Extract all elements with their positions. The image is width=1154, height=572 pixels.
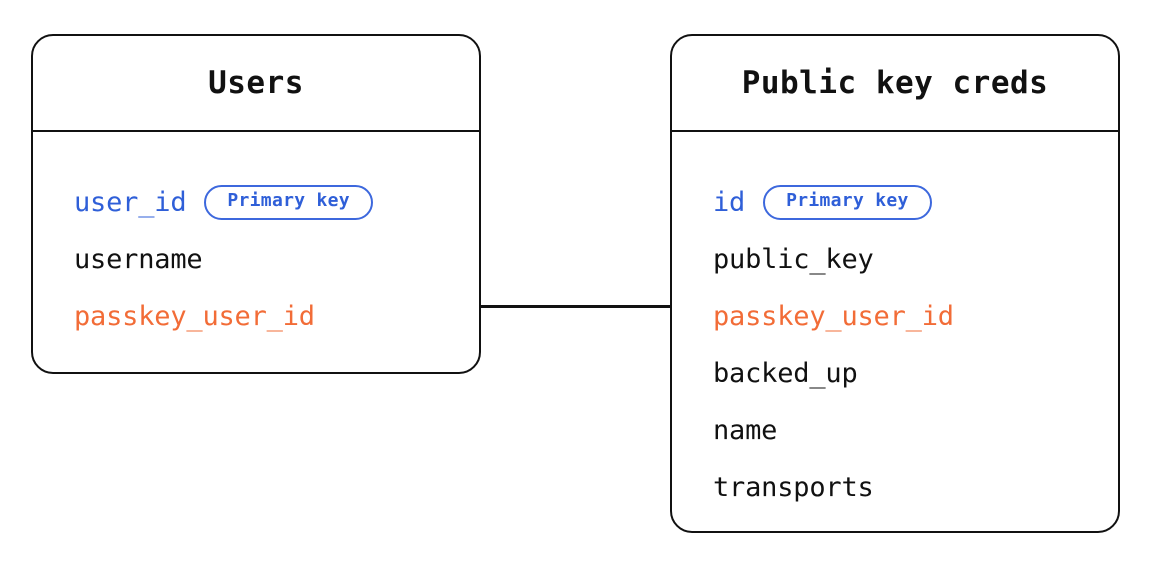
entity-field-list-users: user_id Primary key username passkey_use… (33, 132, 479, 345)
field-name-passkey-user-id: passkey_user_id (713, 301, 954, 332)
field-name-username: username (74, 244, 203, 275)
field-row-name[interactable]: name (713, 402, 1118, 459)
field-row-username[interactable]: username (74, 231, 479, 288)
field-row-passkey-user-id[interactable]: passkey_user_id (713, 288, 1118, 345)
field-name-id: id (713, 187, 746, 218)
field-row-backed-up[interactable]: backed_up (713, 345, 1118, 402)
primary-key-badge: Primary key (763, 185, 932, 220)
field-name-name: name (713, 415, 778, 446)
field-row-user-id[interactable]: user_id Primary key (74, 174, 479, 231)
entity-title-users: Users (208, 65, 304, 101)
entity-title-public-key-creds: Public key creds (741, 65, 1049, 101)
field-name-user-id: user_id (74, 187, 187, 218)
entity-card-users[interactable]: Users user_id Primary key username passk… (31, 34, 481, 374)
entity-header-divider (33, 130, 479, 132)
field-row-transports[interactable]: transports (713, 459, 1118, 516)
field-row-id[interactable]: id Primary key (713, 174, 1118, 231)
field-row-passkey-user-id[interactable]: passkey_user_id (74, 288, 479, 345)
field-name-transports: transports (713, 472, 874, 503)
entity-field-list-public-key-creds: id Primary key public_key passkey_user_i… (672, 132, 1118, 516)
field-row-public-key[interactable]: public_key (713, 231, 1118, 288)
field-name-passkey-user-id: passkey_user_id (74, 301, 315, 332)
entity-header-divider (672, 130, 1118, 132)
field-name-public-key: public_key (713, 244, 874, 275)
entity-card-public-key-creds[interactable]: Public key creds id Primary key public_k… (670, 34, 1120, 533)
field-name-backed-up: backed_up (713, 358, 858, 389)
primary-key-badge: Primary key (204, 185, 373, 220)
relationship-connector-users-to-public-key-creds (479, 305, 672, 308)
